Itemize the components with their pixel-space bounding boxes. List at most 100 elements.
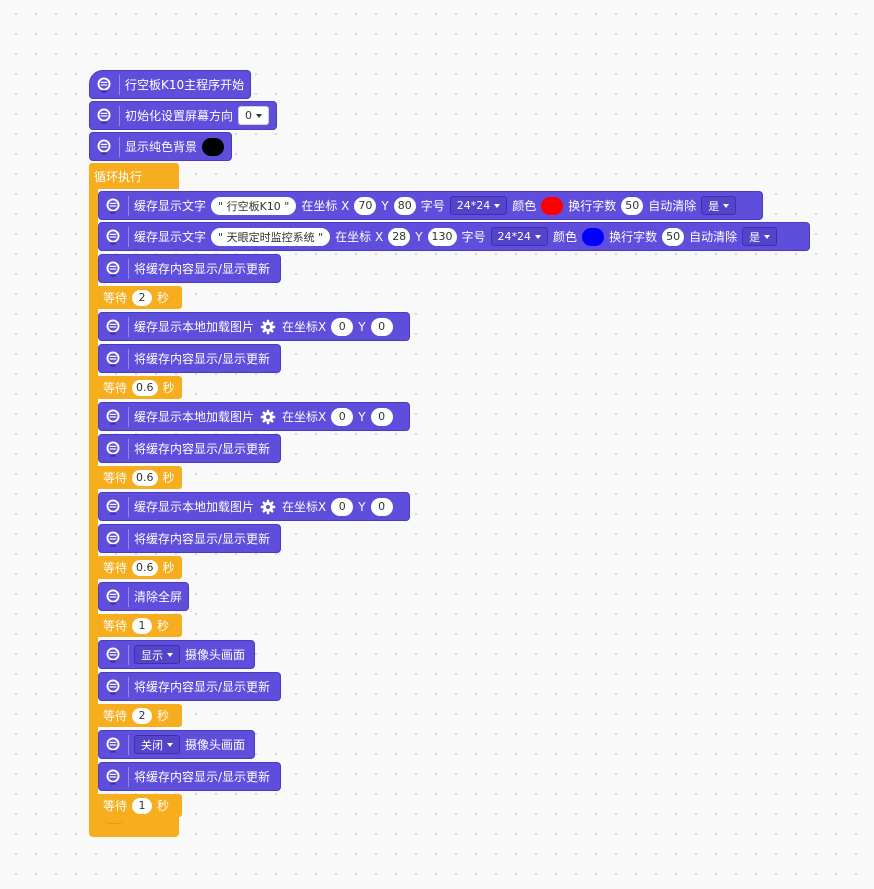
- local-image-block[interactable]: 缓存显示本地加载图片 在坐标X 0 Y 0: [98, 312, 410, 341]
- wait-block[interactable]: 等待 0.6 秒: [97, 556, 182, 579]
- bg-color-swatch[interactable]: [202, 137, 225, 156]
- x-input[interactable]: 0: [331, 317, 354, 336]
- camera-label: 摄像头画面: [185, 737, 246, 752]
- init-screen-label: 初始化设置屏幕方向: [125, 108, 234, 123]
- y-input[interactable]: 0: [370, 317, 393, 336]
- x-input[interactable]: 28: [388, 227, 411, 246]
- y-input[interactable]: 0: [370, 407, 393, 426]
- k10-icon: [99, 435, 126, 462]
- gear-icon[interactable]: [259, 318, 277, 336]
- k10-icon: [99, 583, 126, 610]
- wait-block[interactable]: 等待 2 秒: [97, 704, 182, 727]
- k10-icon: [90, 71, 117, 98]
- wait-block[interactable]: 等待 1 秒: [97, 614, 182, 637]
- clear-screen-block[interactable]: 清除全屏: [98, 582, 189, 611]
- wait-label: 等待: [103, 290, 128, 305]
- block-label: 缓存显示文字: [134, 198, 207, 213]
- loop-notch: [104, 816, 124, 824]
- coord-label: 在坐标 X: [335, 229, 384, 244]
- auto-clear-label: 自动清除: [689, 229, 738, 244]
- camera-block[interactable]: 显示 摄像头画面: [98, 640, 255, 669]
- display-update-label: 将缓存内容显示/显示更新: [134, 531, 271, 546]
- wait-label: 等待: [103, 708, 128, 723]
- wait-seconds-input[interactable]: 1: [132, 797, 153, 814]
- wait-seconds-input[interactable]: 2: [132, 707, 153, 724]
- seconds-label: 秒: [157, 798, 170, 813]
- gear-icon[interactable]: [259, 498, 277, 516]
- wrap-input[interactable]: 50: [621, 196, 644, 215]
- display-update-block[interactable]: 将缓存内容显示/显示更新: [98, 672, 281, 701]
- display-update-block[interactable]: 将缓存内容显示/显示更新: [98, 762, 281, 791]
- camera-block[interactable]: 关闭 摄像头画面: [98, 730, 255, 759]
- orientation-value: 0: [245, 109, 253, 122]
- wrap-label: 换行字数: [568, 198, 617, 213]
- y-input[interactable]: 80: [393, 196, 416, 215]
- x-input[interactable]: 0: [331, 407, 354, 426]
- display-update-label: 将缓存内容显示/显示更新: [134, 441, 271, 456]
- wait-seconds-input[interactable]: 0.6: [132, 469, 158, 486]
- wait-seconds-input[interactable]: 0.6: [132, 379, 158, 396]
- font-size-label: 字号: [461, 229, 486, 244]
- text-input[interactable]: " 行空板K10 ": [211, 196, 297, 215]
- chevron-down-icon: [723, 203, 730, 208]
- font-size-dropdown[interactable]: 24*24: [490, 227, 549, 246]
- wait-block[interactable]: 等待 0.6 秒: [97, 376, 182, 399]
- text-input[interactable]: " 天眼定时监控系统 ": [211, 227, 331, 246]
- color-label: 颜色: [512, 198, 537, 213]
- wait-seconds-input[interactable]: 0.6: [132, 559, 158, 576]
- local-image-block[interactable]: 缓存显示本地加载图片 在坐标X 0 Y 0: [98, 402, 410, 431]
- loop-bottom: [89, 816, 179, 837]
- chevron-down-icon: [764, 234, 771, 239]
- y-input[interactable]: 0: [370, 497, 393, 516]
- wait-block[interactable]: 等待 1 秒: [97, 794, 182, 817]
- coord-label: 在坐标X: [282, 499, 327, 514]
- wait-block[interactable]: 等待 2 秒: [97, 286, 182, 309]
- wrap-input[interactable]: 50: [662, 227, 685, 246]
- display-update-label: 将缓存内容显示/显示更新: [134, 679, 271, 694]
- gear-icon[interactable]: [259, 408, 277, 426]
- orientation-dropdown[interactable]: 0: [238, 106, 270, 125]
- x-input[interactable]: 0: [331, 497, 354, 516]
- wrap-label: 换行字数: [609, 229, 658, 244]
- wait-block[interactable]: 等待 0.6 秒: [97, 466, 182, 489]
- seconds-label: 秒: [157, 708, 170, 723]
- text-color-swatch[interactable]: [582, 227, 605, 246]
- font-size-value: 24*24: [497, 230, 532, 243]
- camera-mode-dropdown[interactable]: 关闭: [134, 735, 180, 754]
- display-update-block[interactable]: 将缓存内容显示/显示更新: [98, 524, 281, 553]
- k10-icon: [99, 493, 126, 520]
- auto-clear-dropdown[interactable]: 是: [742, 227, 778, 246]
- y-input[interactable]: 130: [427, 227, 457, 246]
- solid-background-label: 显示纯色背景: [125, 139, 198, 154]
- clear-screen-label: 清除全屏: [134, 589, 183, 604]
- camera-mode-value: 显示: [141, 648, 163, 662]
- wait-seconds-input[interactable]: 1: [132, 617, 153, 634]
- k10-icon: [99, 255, 126, 282]
- font-size-value: 24*24: [456, 199, 491, 212]
- text-display-block[interactable]: 缓存显示文字 " 行空板K10 " 在坐标 X 70 Y 80 字号 24*24…: [98, 191, 763, 220]
- text-color-swatch[interactable]: [541, 196, 564, 215]
- init-screen-block[interactable]: 初始化设置屏幕方向 0: [89, 101, 277, 130]
- k10-icon: [99, 345, 126, 372]
- display-update-block[interactable]: 将缓存内容显示/显示更新: [98, 254, 281, 283]
- forever-loop-block[interactable]: 循环执行: [89, 163, 179, 189]
- local-image-block[interactable]: 缓存显示本地加载图片 在坐标X 0 Y 0: [98, 492, 410, 521]
- auto-clear-dropdown[interactable]: 是: [701, 196, 737, 215]
- font-size-dropdown[interactable]: 24*24: [449, 196, 508, 215]
- k10-icon: [99, 731, 126, 758]
- program-start-block[interactable]: 行空板K10主程序开始: [89, 70, 251, 99]
- display-update-block[interactable]: 将缓存内容显示/显示更新: [98, 434, 281, 463]
- auto-clear-value: 是: [708, 199, 720, 213]
- program-start-label: 行空板K10主程序开始: [125, 77, 245, 92]
- display-update-block[interactable]: 将缓存内容显示/显示更新: [98, 344, 281, 373]
- wait-seconds-input[interactable]: 2: [132, 289, 153, 306]
- camera-mode-dropdown[interactable]: 显示: [134, 645, 180, 664]
- y-label: Y: [358, 319, 366, 334]
- font-size-label: 字号: [420, 198, 445, 213]
- x-input[interactable]: 70: [354, 196, 377, 215]
- wait-label: 等待: [103, 618, 128, 633]
- solid-background-block[interactable]: 显示纯色背景: [89, 132, 232, 161]
- k10-icon: [99, 223, 126, 250]
- text-display-block[interactable]: 缓存显示文字 " 天眼定时监控系统 " 在坐标 X 28 Y 130 字号 24…: [98, 222, 810, 251]
